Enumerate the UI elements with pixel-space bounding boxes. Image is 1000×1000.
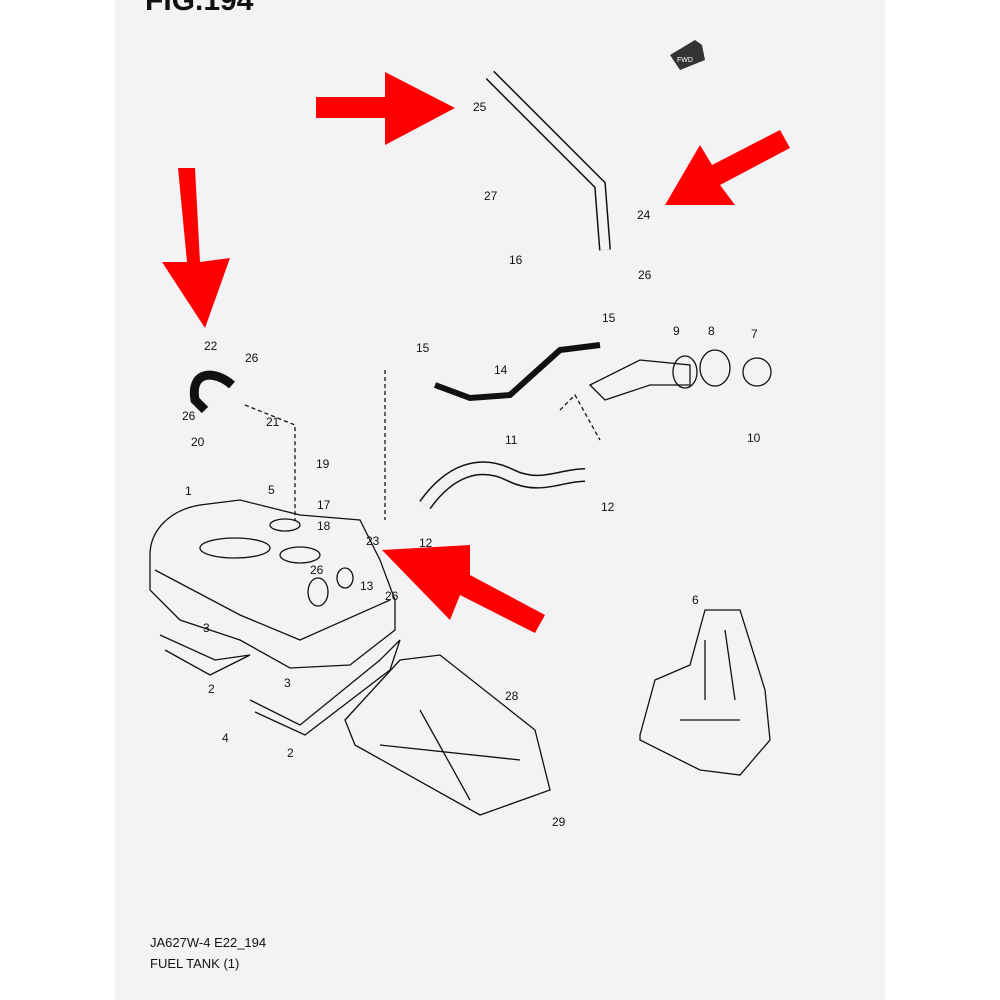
hose-22: [189, 370, 235, 414]
callout-16: 16: [509, 253, 523, 267]
fwd-badge-text: FWD: [677, 57, 693, 64]
breather-hose: [433, 342, 601, 402]
callout-7: 7: [751, 327, 758, 341]
callout-26: 26: [245, 351, 259, 365]
callout-26: 26: [310, 563, 324, 577]
tank-strap: [159, 634, 251, 676]
callout-11: 11: [505, 433, 518, 447]
callout-9: 9: [673, 324, 680, 338]
diagram-code: JA627W-4 E22_194: [150, 935, 267, 950]
callout-15: 15: [416, 341, 430, 355]
callout-25: 25: [473, 100, 487, 114]
callout-1: 1: [185, 484, 192, 498]
callout-12: 12: [419, 536, 433, 550]
callout-21: 21: [266, 415, 280, 429]
callout-6: 6: [692, 593, 699, 607]
callout-27: 27: [484, 189, 498, 203]
skid-plate: [344, 654, 551, 816]
callout-3: 3: [203, 621, 210, 635]
red-arrow-pointing-down: [162, 168, 230, 328]
fwd-badge: FWD: [670, 40, 705, 70]
red-arrow-pointing-right: [316, 72, 455, 145]
diagram-sheet: [115, 0, 885, 1000]
callout-5: 5: [268, 483, 275, 497]
tank-strap: [249, 639, 401, 736]
callout-23: 23: [366, 534, 380, 548]
fuel-tank: [149, 499, 396, 669]
callout-18: 18: [317, 519, 331, 533]
callout-20: 20: [191, 435, 205, 449]
red-arrow-pointing-up-left: [382, 545, 545, 633]
filler-neck: [588, 359, 691, 401]
callout-24: 24: [637, 208, 651, 222]
callout-26: 26: [638, 268, 652, 282]
callout-29: 29: [552, 815, 566, 829]
callout-17: 17: [317, 498, 331, 512]
callout-4: 4: [222, 731, 229, 745]
callout-28: 28: [505, 689, 519, 703]
callout-8: 8: [708, 324, 715, 338]
callout-22: 22: [204, 339, 218, 353]
diagram-caption: FUEL TANK (1): [150, 956, 240, 971]
callout-2: 2: [208, 682, 215, 696]
callout-2: 2: [287, 746, 294, 760]
figure-title: FIG.194: [145, 0, 254, 17]
callout-12: 12: [601, 500, 615, 514]
callout-10: 10: [747, 431, 761, 445]
callout-13: 13: [360, 579, 374, 593]
callout-26: 26: [182, 409, 196, 423]
callout-3: 3: [284, 676, 291, 690]
red-arrow-pointing-down-left: [665, 130, 790, 205]
callout-19: 19: [316, 457, 330, 471]
heat-shield: [639, 609, 771, 776]
vent-hose: [485, 70, 611, 251]
callout-14: 14: [494, 363, 508, 377]
callout-26: 26: [385, 589, 399, 603]
callout-15: 15: [602, 311, 616, 325]
